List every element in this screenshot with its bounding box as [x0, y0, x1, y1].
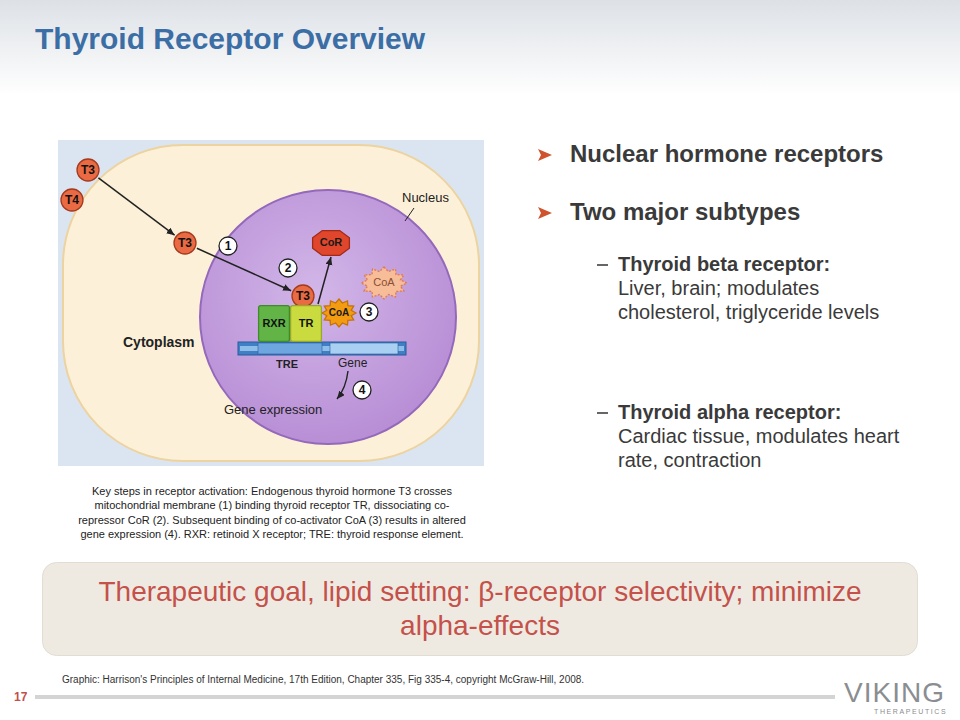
nucleus-outline-outline [200, 190, 456, 444]
region-label: Gene [338, 356, 367, 370]
goal-banner-shape [42, 562, 918, 656]
node-label: RXR [262, 317, 285, 330]
sub-bullet-heading: Thyroid alpha receptor: [618, 400, 841, 424]
node-label: 3 [366, 305, 373, 319]
sub-bullet-dash [597, 264, 608, 266]
region-label: TRE [276, 358, 298, 371]
coactivator-burst-outline [322, 299, 356, 327]
node-label: T3 [81, 163, 95, 177]
node-label: T3 [296, 289, 310, 303]
header-band [0, 0, 960, 95]
sub-bullet-heading: Thyroid beta receptor: [618, 252, 830, 276]
node-label: Cytoplasm [123, 334, 195, 351]
node-label: CoA [373, 276, 394, 289]
callout-number-outline [279, 259, 297, 277]
node-label: 4 [359, 383, 366, 397]
hormone-circle-outline [77, 159, 99, 181]
sub-bullet-dash [597, 412, 608, 414]
node-label: 1 [225, 239, 232, 253]
figure-caption: Key steps in receptor activation: Endoge… [72, 484, 472, 541]
goal-banner-outline [43, 563, 918, 656]
callout-number: 1 [218, 236, 238, 256]
coactivator-burst: CoA [361, 267, 407, 299]
receptor-box-outline [291, 306, 322, 342]
corepressor-octagon-outline [313, 231, 350, 256]
hormone-circle: T3 [291, 284, 315, 308]
node-label: 2 [285, 261, 292, 275]
hormone-circle-outline [174, 232, 196, 254]
source-note: Graphic: Harrison's Principles of Intern… [62, 674, 584, 686]
dna-strand [238, 342, 406, 355]
hormone-circle-outline [61, 189, 83, 211]
hormone-circle: T4 [60, 188, 84, 212]
hormone-circle: T3 [76, 158, 100, 182]
logo-tagline: THERAPEUTICS [874, 708, 947, 716]
figure-panel [58, 140, 484, 466]
hormone-circle-outline [292, 285, 314, 307]
slide-title: Thyroid Receptor Overview [35, 22, 425, 56]
sub-bullet-body: Liver, brain; modulates cholesterol, tri… [618, 276, 908, 324]
coactivator-burst-outline [361, 267, 407, 299]
callout-number: 2 [278, 258, 298, 278]
node-label: TR [299, 317, 314, 330]
node-label: Nucleus [402, 190, 449, 206]
sub-bullet-body: Cardiac tissue, modulates heart rate, co… [618, 424, 908, 472]
goal-banner: Therapeutic goal, lipid setting: β-recep… [42, 562, 918, 656]
bullet-text: Nuclear hormone receptors [570, 140, 883, 169]
cell-outline-outline [63, 145, 479, 461]
callout-number-outline [353, 381, 371, 399]
coactivator-burst: CoA [322, 299, 356, 327]
node-label: CoA [329, 307, 350, 319]
callout-number: 3 [359, 302, 379, 322]
receptor-box-outline [259, 306, 290, 342]
logo-wordmark: VIKING [844, 676, 945, 710]
banner-text: Therapeutic goal, lipid setting: β-recep… [90, 575, 870, 642]
bullet-marker [538, 149, 552, 161]
hormone-circle: T3 [173, 231, 197, 255]
node-label: CoR [320, 236, 343, 249]
bullet-text: Two major subtypes [570, 198, 800, 227]
receptor-box: RXR [258, 305, 290, 342]
page-number: 17 [14, 690, 27, 704]
process-label: Gene expression [224, 402, 322, 418]
callout-number-outline [219, 237, 237, 255]
corepressor-octagon: CoR [312, 230, 350, 256]
bullet-marker [538, 207, 552, 219]
callout-number-outline [360, 303, 378, 321]
node-label: T4 [65, 193, 79, 207]
node-label: T3 [178, 236, 192, 250]
footer-rule [35, 695, 835, 699]
callout-number: 4 [352, 380, 372, 400]
receptor-box: TR [290, 305, 322, 342]
